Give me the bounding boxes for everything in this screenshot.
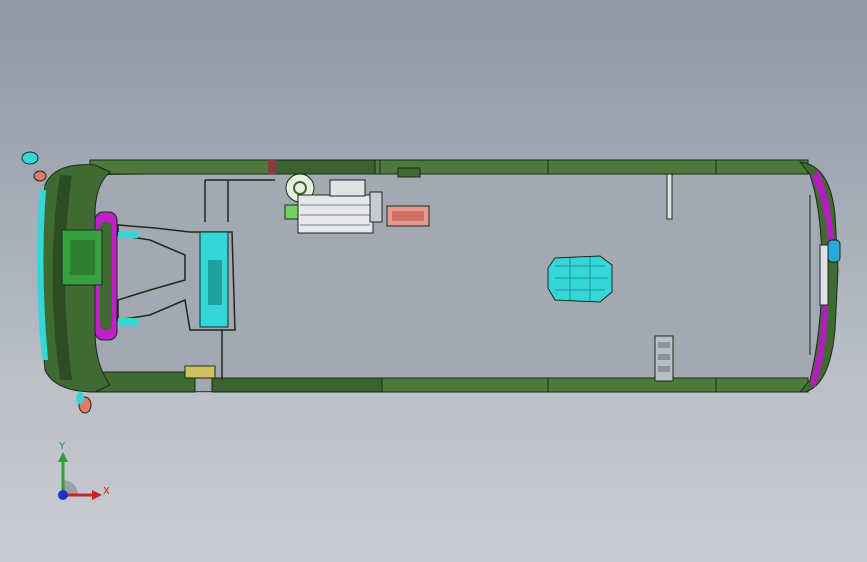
coordinate-triad: Y X — [48, 440, 118, 510]
engine-block — [297, 194, 374, 234]
bus-floor — [44, 164, 826, 393]
rear-bracket-top — [666, 173, 673, 220]
top-side-rail — [89, 159, 809, 175]
left-mirror — [21, 151, 39, 165]
z-axis-dot — [58, 490, 68, 500]
y-axis-label: Y — [59, 441, 66, 452]
center-tank — [547, 255, 613, 303]
x-axis-label: X — [103, 486, 110, 497]
front-suspension — [117, 224, 236, 331]
